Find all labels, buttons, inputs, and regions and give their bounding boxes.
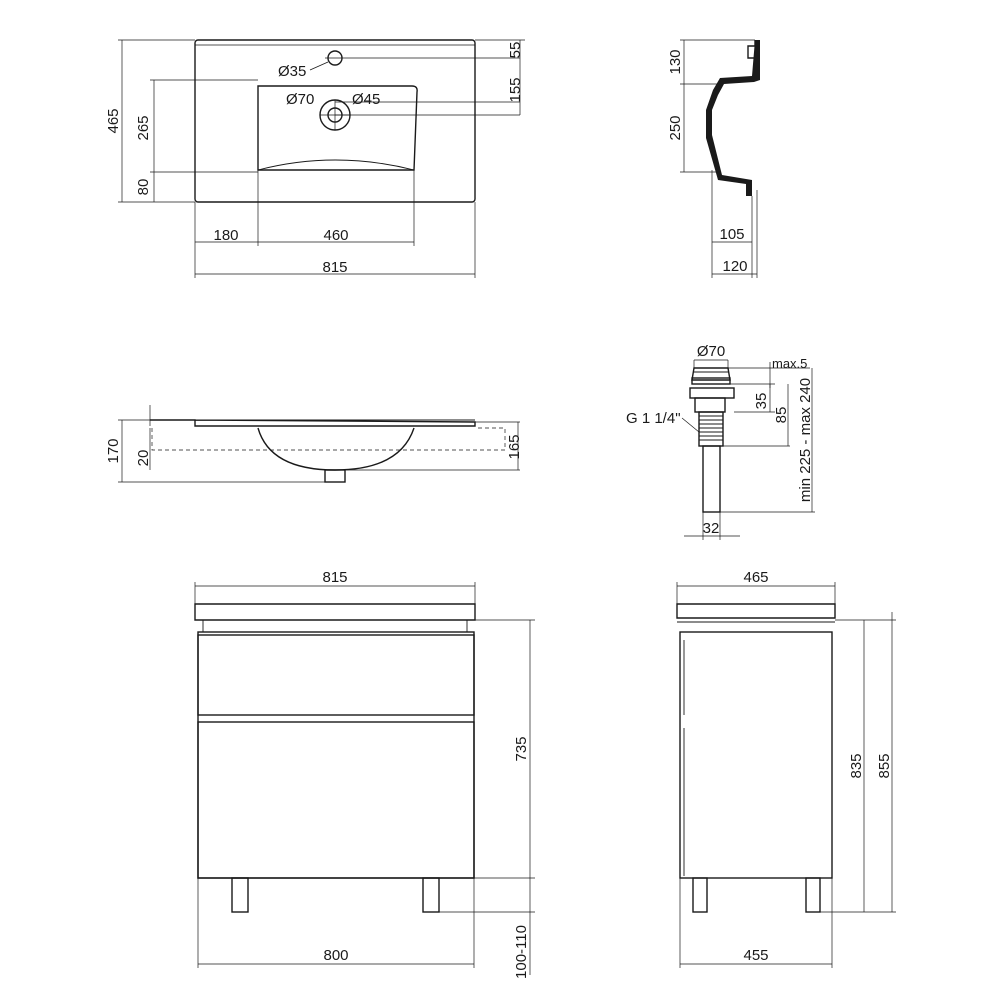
dim-side-top-depth: 465 — [743, 569, 768, 586]
dim-overall-depth: 465 — [105, 108, 122, 133]
leg-front-left — [231, 877, 249, 913]
leg-front-right — [422, 877, 440, 913]
dim-cabinet-width: 800 — [323, 947, 348, 964]
dim-cabinet-body-height: 735 — [513, 736, 530, 761]
dim-front-rim-height: 20 — [135, 450, 152, 467]
drawer-bottom — [197, 721, 475, 879]
dim-pipe-diameter: 32 — [703, 520, 720, 537]
dim-back-height: 130 — [667, 49, 684, 74]
dim-drain-width: 120 — [722, 258, 747, 275]
dim-side-cabinet-depth: 455 — [743, 947, 768, 964]
dim-bowl-width: 460 — [323, 227, 348, 244]
dim-side-height-outer: 855 — [876, 753, 893, 778]
dim-body-height: 85 — [773, 407, 790, 424]
cabinet-side-basin — [676, 603, 836, 619]
dim-front-total-height: 170 — [105, 438, 122, 463]
dim-overall-width: 815 — [322, 259, 347, 276]
leg-side-right — [805, 877, 821, 913]
dim-bowl-length: 265 — [135, 115, 152, 140]
dim-cap-diameter: Ø70 — [697, 343, 725, 360]
side-profile — [706, 40, 760, 196]
dim-side-bowl-height: 250 — [667, 115, 684, 140]
dim-tap-offset: 55 — [507, 42, 524, 59]
side-section: 130 250 105 120 — [667, 39, 760, 278]
dim-drain-offset: 155 — [507, 77, 524, 102]
top-view: 465 265 80 55 155 180 460 815 Ø35 Ø70 Ø4… — [105, 39, 525, 278]
bowl-outline — [257, 85, 418, 171]
cabinet-front-body — [197, 631, 475, 879]
front-basin-top — [150, 419, 476, 427]
dim-drain-depth: 105 — [719, 226, 744, 243]
front-bowl — [257, 427, 415, 471]
dim-cabinet-top-width: 815 — [322, 569, 347, 586]
dim-left-offset: 180 — [213, 227, 238, 244]
leg-side-left — [692, 877, 708, 913]
label-drain-inner-diameter: Ø45 — [352, 91, 380, 108]
cabinet-front-view: 815 735 100-110 800 — [194, 569, 535, 979]
label-tap-diameter: Ø35 — [278, 63, 306, 80]
cabinet-side-view: 465 835 855 455 — [676, 569, 896, 968]
basin-outline — [194, 39, 476, 203]
dim-front-offset: 80 — [135, 179, 152, 196]
dim-front-bowl-height: 165 — [506, 434, 523, 459]
waste-fitting: Ø70 max.5 35 85 min 225 - max 240 32 G 1… — [626, 343, 815, 540]
cabinet-side-body — [679, 631, 833, 879]
label-drain-outer-diameter: Ø70 — [286, 91, 314, 108]
dim-side-height-inner: 835 — [848, 753, 865, 778]
dim-leg-height: 100-110 — [513, 925, 530, 979]
dim-pipe-length: min 225 - max 240 — [797, 378, 814, 502]
label-cap-max: max.5 — [772, 356, 807, 371]
dim-cap-height: 35 — [753, 393, 770, 410]
waste-pipe — [702, 445, 721, 513]
cabinet-front-basin — [194, 603, 476, 621]
front-section: 170 20 165 — [105, 405, 523, 483]
drawer-top — [197, 634, 475, 716]
waste-thread — [698, 411, 724, 447]
label-thread: G 1 1/4" — [626, 410, 681, 427]
